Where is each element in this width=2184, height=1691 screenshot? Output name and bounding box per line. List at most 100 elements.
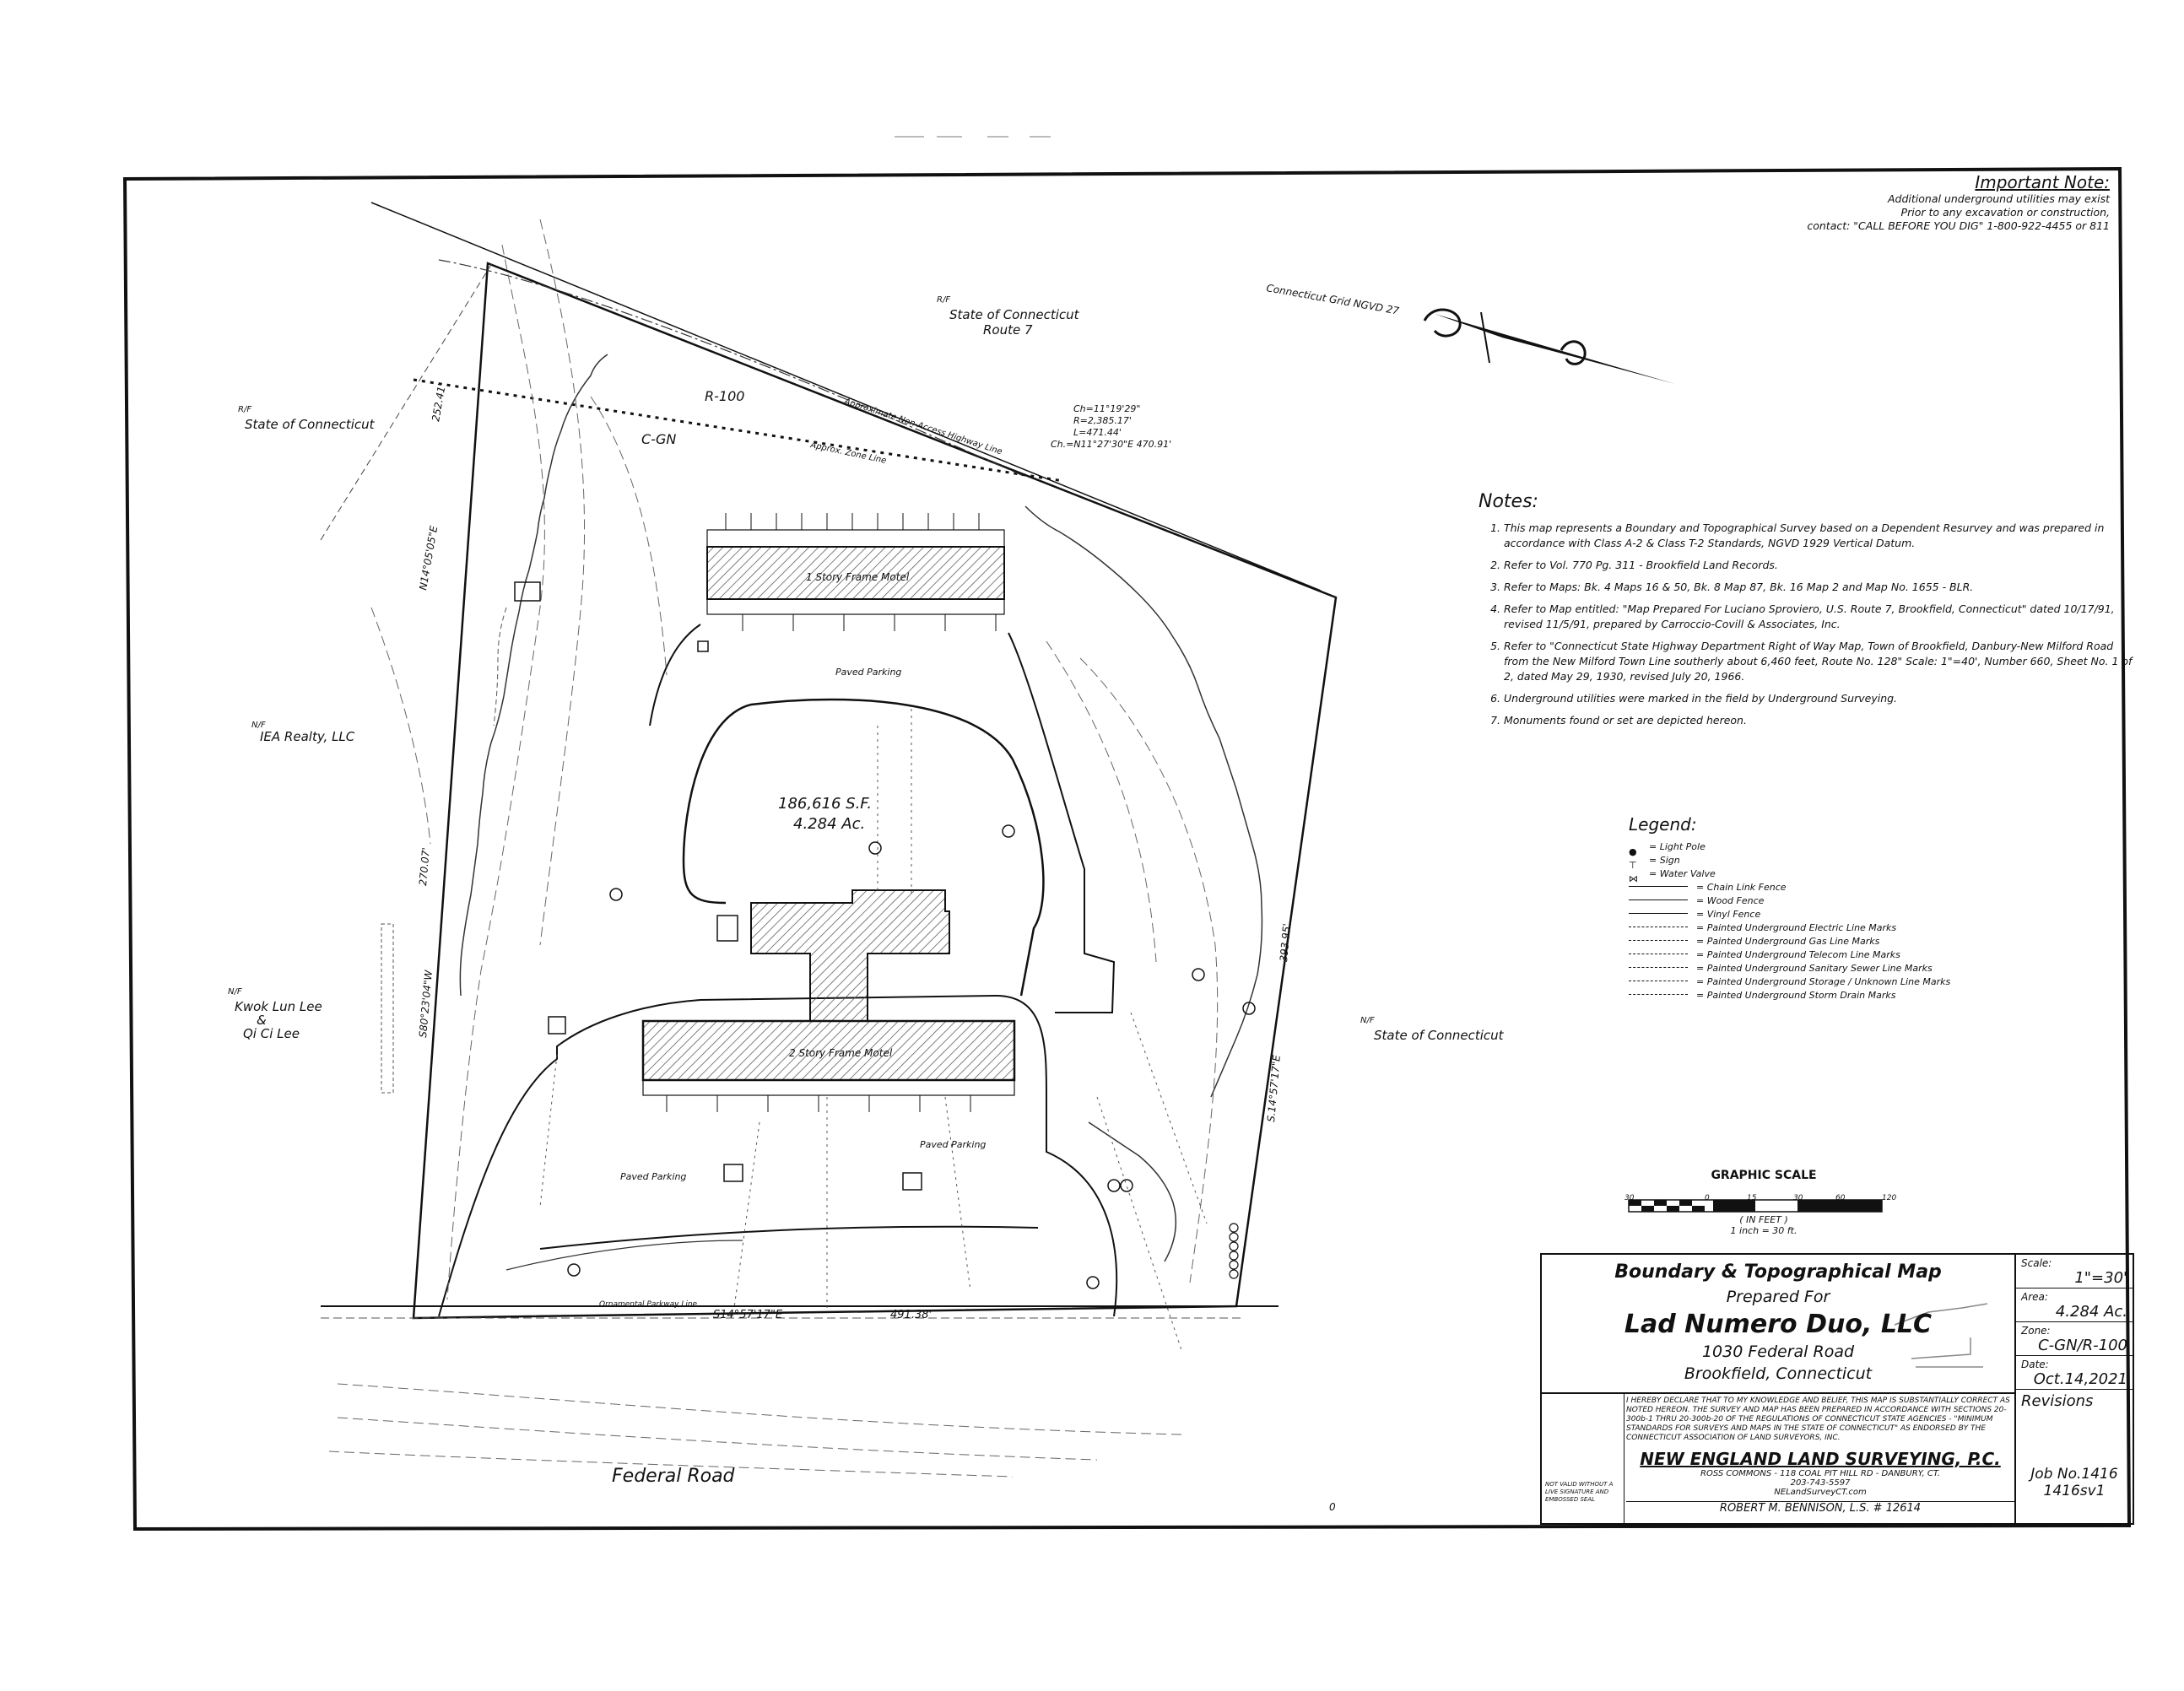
legend-item: ⋈= Water Valve [1629,867,1716,884]
firm-address: ROSS COMMONS - 118 COAL PIT HILL RD - DA… [1700,1469,1940,1478]
label-state-left: State of Connecticut [245,417,376,432]
label-nf-right: N/F [1360,1016,1375,1025]
notes-block: Notes: This map represents a Boundary an… [1479,491,2137,735]
job-number-value: Job No.1416 [2030,1466,2118,1483]
notes-title: Notes: [1479,491,1538,512]
scale-key: Scale: [2021,1257,2052,1269]
client-name: Lad Numero Duo, LLC [1624,1310,1933,1339]
important-note-line: Prior to any excavation or construction, [1900,206,2110,219]
label-bearing-left-top: N14°05'05"E [417,525,440,592]
sheet-border [122,166,2132,1532]
label-state-right: State of Connecticut [1374,1028,1505,1043]
note-item: Refer to Maps: Bk. 4 Maps 16 & 50, Bk. 8… [1504,580,2137,595]
label-federal-road: Federal Road [612,1466,736,1487]
scale-tick: 30 [1793,1194,1803,1202]
label-bearing-left-mid: S80°23'04"W [417,969,435,1038]
note-item: Refer to Map entitled: "Map Prepared For… [1504,602,2137,632]
label-non-access: Approximate Non-Access Highway Line [842,397,1003,457]
legend-item: = Wood Fence [1629,894,1983,907]
important-note-line: Additional underground utilities may exi… [1887,192,2110,205]
label-bm: Ornamental Parkway Line [599,1300,698,1309]
prepared-for: Prepared For [1726,1288,1830,1306]
title-block: Boundary & Topographical Map Prepared Fo… [1540,1253,2134,1525]
scale-tick: 15 [1747,1194,1757,1202]
date-key: Date: [2021,1359,2049,1370]
label-nf-realty: N/F [251,721,266,730]
legend-item: = Vinyl Fence [1629,907,1983,921]
date-value: Oct.14,2021 [2033,1370,2127,1388]
label-north-arrow: Connecticut Grid NGVD 27 [1265,282,1400,317]
label-ci-lee: Qi Ci Lee [243,1026,300,1041]
label-area-ac: 4.284 Ac. [793,815,865,833]
scale-unit: ( IN FEET ) [1739,1214,1788,1225]
label-dist-bottom: 491.38' [890,1309,932,1321]
north-arrow [1423,308,1675,384]
graphic-scale-title: GRAPHIC SCALE [1711,1169,1817,1182]
job-number: Job No.1416 1416sv1 [2016,1466,2133,1499]
scale-tick: 30 [1624,1194,1635,1202]
label-route7: Route 7 [983,322,1033,338]
legend-item: = Painted Underground Electric Line Mark… [1629,921,1983,934]
firm-web: NELandSurveyCT.com [1774,1488,1867,1497]
label-realty: IEA Realty, LLC [260,729,355,744]
legend-item: = Painted Underground Gas Line Marks [1629,934,1983,948]
label-state-route7: State of Connecticut [949,307,1080,322]
label-rf-top: R/F [937,295,950,305]
note-item: Refer to Vol. 770 Pg. 311 - Brookfield L… [1504,558,2137,573]
contours [328,219,1219,1478]
important-note-title: Important Note: [1975,172,2110,192]
certification: I HEREBY DECLARE THAT TO MY KNOWLEDGE AN… [1626,1397,2010,1442]
legend-item: = Painted Underground Storage / Unknown … [1629,975,1983,988]
treeline-left [459,354,608,997]
note-item: This map represents a Boundary and Topog… [1504,521,2137,551]
note-item: Monuments found or set are depicted here… [1504,713,2137,728]
label-cgn: C-GN [641,431,676,447]
revisions: Revisions [2021,1392,2094,1410]
paved-drive-outer [438,994,1118,1317]
inner-island [682,698,1045,997]
site-town: Brookfield, Connecticut [1684,1364,1873,1383]
area-value: 4.284 Ac. [2055,1303,2127,1321]
zone-value: C-GN/R-100 [2038,1337,2127,1354]
surveyor-signature: ROBERT M. BENNISON, L.S. # 12614 [1626,1501,2014,1515]
label-paved-parking-2: Paved Parking [620,1171,686,1182]
file-name: 1416sv1 [2043,1483,2106,1499]
important-note-line: contact: "CALL BEFORE YOU DIG" 1-800-922… [1807,219,2110,232]
zone-key: Zone: [2021,1325,2051,1337]
scale-ratio: 1 inch = 30 ft. [1730,1225,1797,1236]
label-paved-parking-3: Paved Parking [920,1139,986,1150]
label-r100: R-100 [705,388,744,404]
legend-item: = Chain Link Fence [1629,880,1983,894]
label-rf-left: R/F [238,405,251,414]
site-features [514,581,1256,1289]
title-main: Boundary & Topographical Map Prepared Fo… [1542,1255,2016,1394]
highway-line [370,202,1322,592]
site-address: 1030 Federal Road [1701,1343,1855,1361]
label-zone-line: Approx. Zone Line [808,440,887,466]
label-area-sf: 186,616 S.F. [778,795,872,813]
label-curve-3: L=471.44' [1073,427,1122,438]
treeline-right [1024,505,1263,1098]
legend-item: = Painted Underground Sanitary Sewer Lin… [1629,961,1983,975]
label-curve-2: R=2,385.17' [1073,415,1132,426]
firm-phone: 203-743-5597 [1790,1478,1851,1488]
label-nf-kwok: N/F [228,987,242,997]
label-zero: 0 [1329,1501,1336,1513]
legend: Legend: ●= Light Pole ⊤= Sign ⋈= Water V… [1629,814,1983,1002]
label-dim-right: 393.95' [1278,923,1293,962]
stone-wall [1229,1223,1239,1279]
utility-lines [539,709,1208,1351]
seal-stamp [1894,1303,1988,1368]
label-kwok: Kwok Lun Lee [235,999,322,1014]
legend-item: ⊤= Sign [1629,854,1680,871]
label-paved-parking-1: Paved Parking [835,667,901,678]
firm: NEW ENGLAND LAND SURVEYING, P.C. ROSS CO… [1626,1449,2014,1497]
legend-title: Legend: [1629,814,1697,835]
label-dim-left-top: 252.41' [430,382,448,422]
map-title: Boundary & Topographical Map [1614,1261,1942,1283]
validity-note: NOT VALID WITHOUT A LIVE SIGNATURE AND E… [1545,1481,1614,1503]
label-curve-4: Ch.=N11°27'30"E 470.91' [1051,439,1171,450]
property-boundary [412,262,1338,1320]
motel-1-story [706,546,1005,600]
